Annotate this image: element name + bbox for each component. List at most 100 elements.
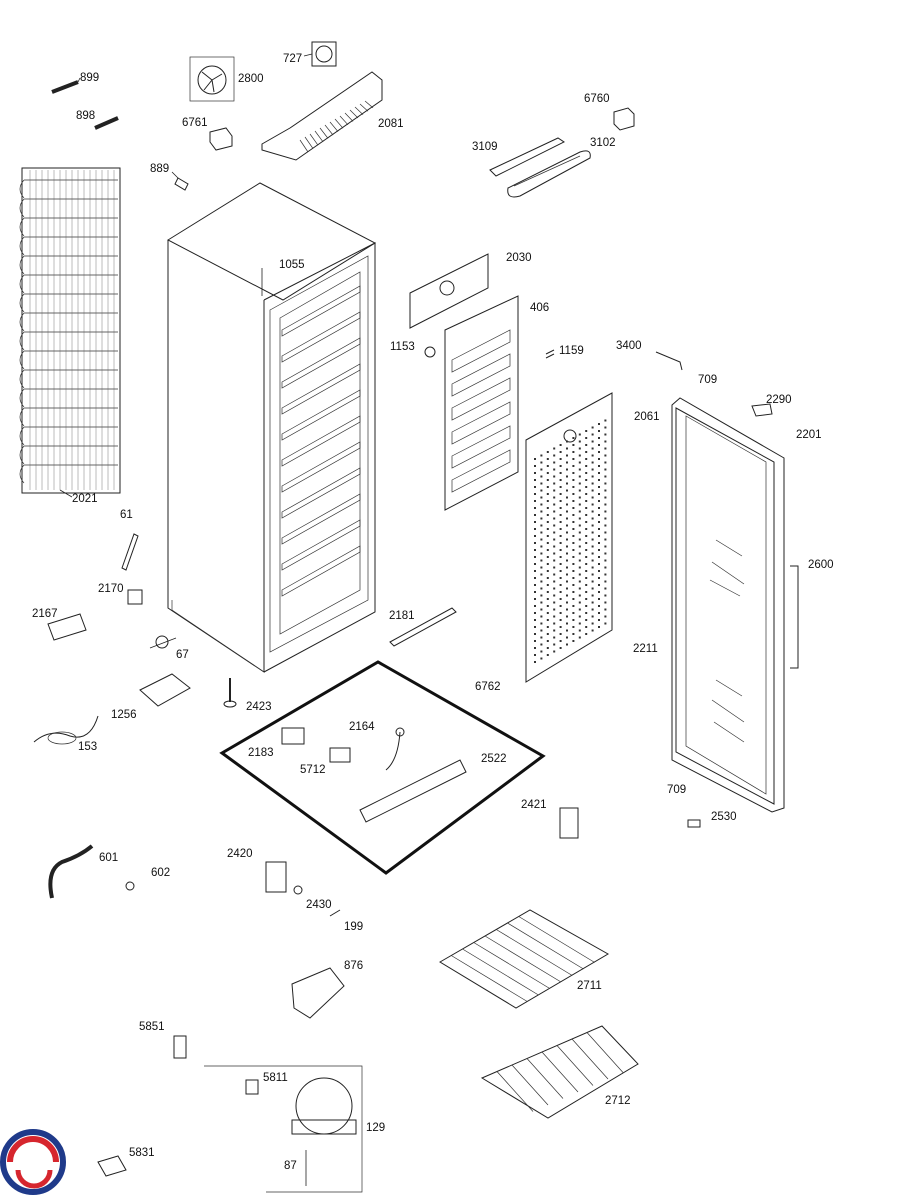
callout-2600: 2600 bbox=[808, 559, 834, 571]
part-2167 bbox=[47, 613, 87, 641]
part-1159 bbox=[545, 349, 555, 359]
shelf-2712 bbox=[480, 1025, 639, 1119]
callout-601: 601 bbox=[99, 852, 118, 864]
part-2183 bbox=[281, 727, 305, 745]
callout-2420: 2420 bbox=[227, 848, 253, 860]
callout-2021: 2021 bbox=[72, 493, 98, 505]
control-panel-406 bbox=[444, 295, 519, 511]
callout-87: 87 bbox=[284, 1160, 297, 1172]
callout-6760: 6760 bbox=[584, 93, 610, 105]
callout-709-top: 709 bbox=[698, 374, 717, 386]
callout-3102: 3102 bbox=[590, 137, 616, 149]
part-3109 bbox=[489, 137, 565, 177]
panel-2030 bbox=[409, 253, 489, 329]
callout-2430: 2430 bbox=[306, 899, 332, 911]
callout-2167: 2167 bbox=[32, 608, 58, 620]
callout-1153: 1153 bbox=[390, 341, 415, 353]
part-889 bbox=[171, 171, 189, 191]
part-2530 bbox=[687, 819, 701, 828]
callout-199: 199 bbox=[344, 921, 363, 933]
part-5851 bbox=[173, 1035, 187, 1059]
callout-2081: 2081 bbox=[378, 118, 404, 130]
callout-2290: 2290 bbox=[766, 394, 792, 406]
part-2430 bbox=[293, 885, 303, 895]
callout-2201: 2201 bbox=[796, 429, 822, 441]
callout-2183: 2183 bbox=[248, 747, 274, 759]
callout-2712: 2712 bbox=[605, 1095, 631, 1107]
part-2522 bbox=[359, 759, 467, 823]
part-6761 bbox=[209, 127, 233, 151]
power-cord-153 bbox=[33, 715, 99, 745]
part-3400 bbox=[655, 351, 683, 371]
back-panel-2061 bbox=[525, 392, 613, 683]
callout-2530: 2530 bbox=[711, 811, 737, 823]
callout-2522: 2522 bbox=[481, 753, 507, 765]
callout-2423: 2423 bbox=[246, 701, 272, 713]
shelf-2711 bbox=[439, 909, 610, 1009]
callout-2061: 2061 bbox=[634, 411, 660, 423]
foot-2423 bbox=[223, 678, 237, 708]
callout-5811: 5811 bbox=[263, 1072, 288, 1084]
callout-5831: 5831 bbox=[129, 1147, 155, 1159]
part-2420 bbox=[265, 861, 287, 893]
callout-3109: 3109 bbox=[472, 141, 498, 153]
callout-2211: 2211 bbox=[633, 643, 658, 655]
callout-899: 899 bbox=[80, 72, 99, 84]
callout-2800: 2800 bbox=[238, 73, 264, 85]
condenser-cover bbox=[261, 71, 383, 161]
part-2164 bbox=[385, 731, 401, 771]
part-899 bbox=[51, 77, 81, 94]
callout-876: 876 bbox=[344, 960, 363, 972]
callout-6762: 6762 bbox=[475, 681, 501, 693]
part-898 bbox=[94, 116, 119, 130]
part-5831 bbox=[97, 1155, 127, 1177]
callout-602: 602 bbox=[151, 867, 170, 879]
callout-5712: 5712 bbox=[300, 764, 326, 776]
evaporator-coil bbox=[19, 167, 121, 498]
drip-tray-1256 bbox=[139, 673, 191, 707]
callout-709-bottom: 709 bbox=[667, 784, 686, 796]
callout-153: 153 bbox=[78, 741, 97, 753]
part-602 bbox=[125, 881, 135, 891]
callout-1055: 1055 bbox=[279, 259, 305, 271]
callout-1159: 1159 bbox=[559, 345, 584, 357]
kit-6762 bbox=[219, 660, 546, 875]
callout-129: 129 bbox=[366, 1122, 385, 1134]
part-2421 bbox=[559, 807, 579, 839]
callout-67: 67 bbox=[176, 649, 189, 661]
callout-2164: 2164 bbox=[349, 721, 375, 733]
company-logo bbox=[0, 1129, 66, 1195]
callout-2711: 2711 bbox=[577, 980, 602, 992]
callout-406: 406 bbox=[530, 302, 549, 314]
callouts: 899 898 2800 727 6761 2081 889 6760 3109… bbox=[32, 53, 834, 1172]
cabinet bbox=[166, 182, 377, 673]
gasket-3102 bbox=[507, 150, 591, 198]
part-5712 bbox=[329, 747, 351, 763]
handle-2600 bbox=[790, 565, 799, 669]
callout-898: 898 bbox=[76, 110, 95, 122]
part-1153 bbox=[424, 346, 436, 358]
callout-2170: 2170 bbox=[98, 583, 124, 595]
callout-727: 727 bbox=[283, 53, 302, 65]
callout-5851: 5851 bbox=[139, 1021, 165, 1033]
part-199 bbox=[329, 909, 341, 917]
part-876 bbox=[291, 967, 345, 1019]
part-2170 bbox=[127, 589, 143, 605]
compressor-group bbox=[204, 1065, 363, 1193]
part-5811 bbox=[245, 1079, 259, 1095]
callout-2421: 2421 bbox=[521, 799, 547, 811]
fan-727 bbox=[303, 41, 337, 67]
callout-889: 889 bbox=[150, 163, 169, 175]
hinge-2181 bbox=[389, 607, 457, 647]
part-2290 bbox=[751, 403, 773, 417]
callout-6761: 6761 bbox=[182, 117, 208, 129]
part-6760 bbox=[613, 107, 635, 131]
callout-3400: 3400 bbox=[616, 340, 642, 352]
door-frame bbox=[671, 397, 785, 813]
callout-2030: 2030 bbox=[506, 252, 532, 264]
drain-hose-601 bbox=[48, 844, 94, 899]
callout-61: 61 bbox=[120, 509, 133, 521]
callout-2181: 2181 bbox=[389, 610, 415, 622]
fan-motor bbox=[189, 56, 235, 102]
